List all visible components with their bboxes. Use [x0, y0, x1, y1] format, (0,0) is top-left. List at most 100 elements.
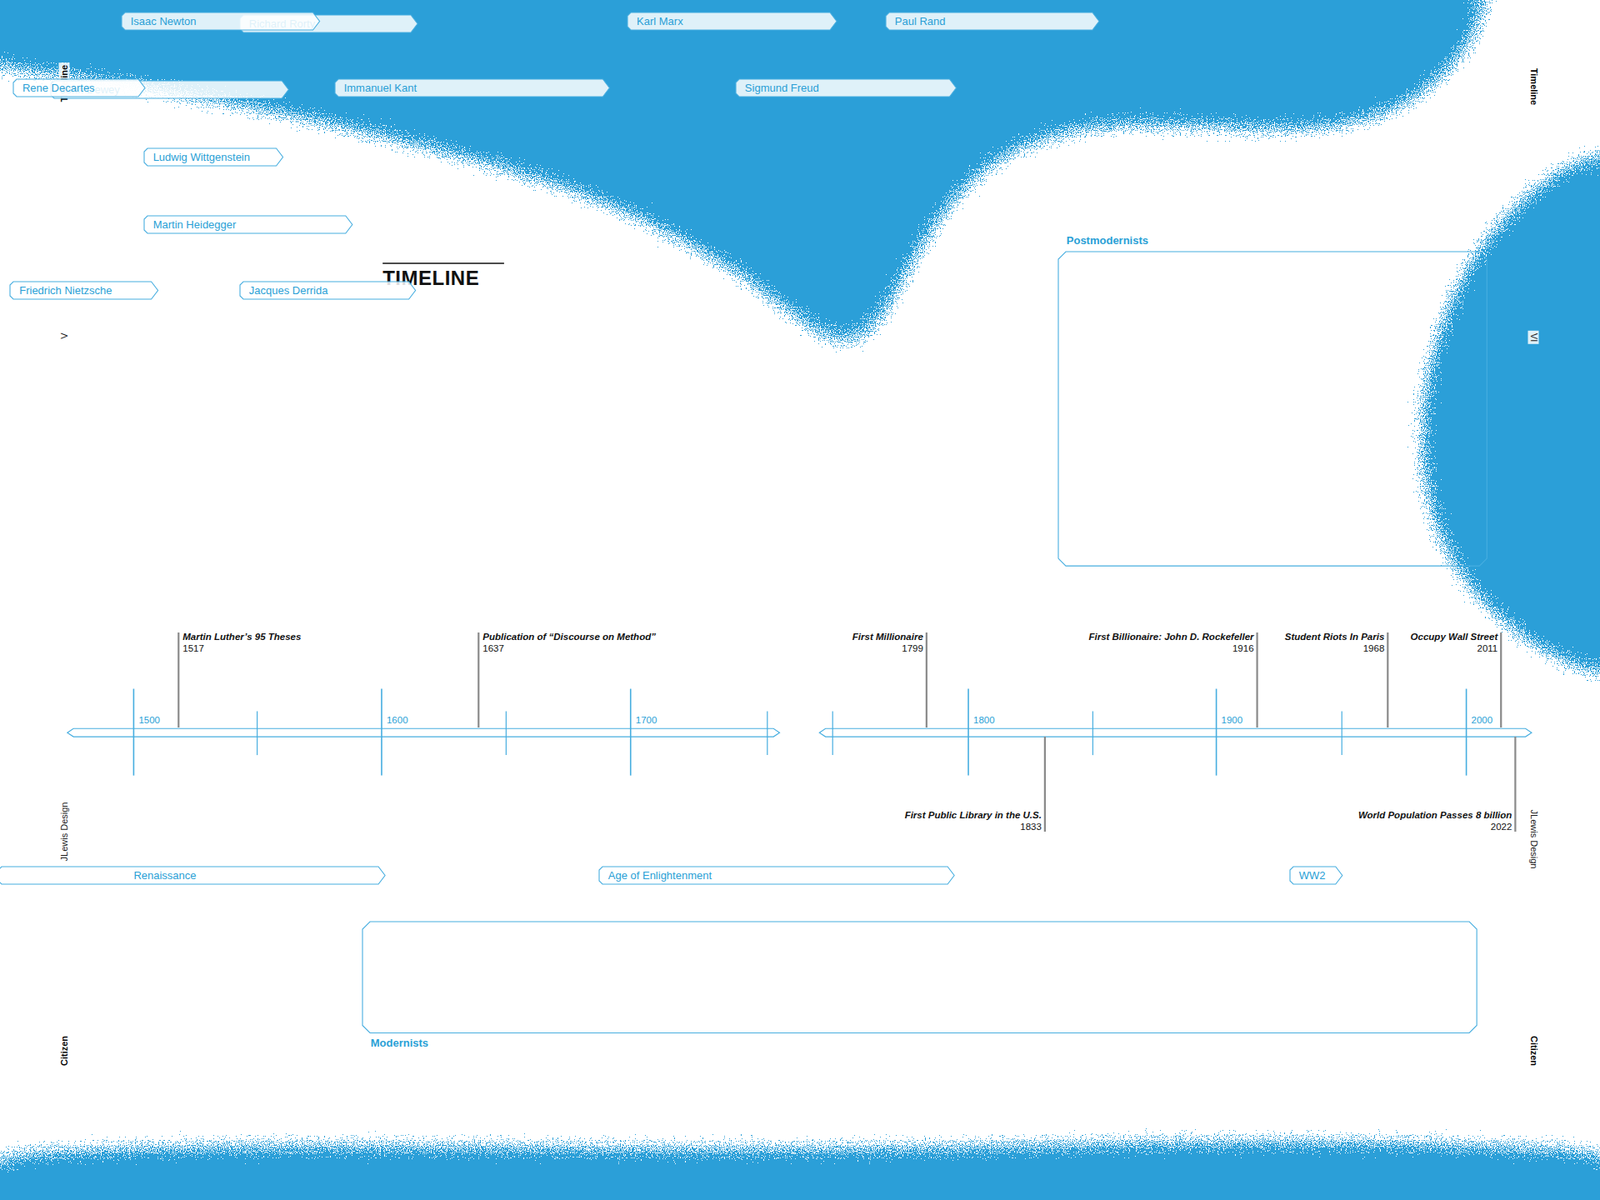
pill-text: Karl Marx [636, 12, 684, 30]
event-marker [1386, 632, 1389, 728]
event-year: 1637 [482, 642, 505, 655]
event-label: Publication of “Discourse on Method” [482, 630, 656, 643]
period-pill: Martin Heidegger [144, 215, 353, 234]
event-marker [1500, 632, 1502, 728]
axis-year: 1700 [635, 715, 658, 726]
group-outline [1058, 251, 1487, 566]
group-border [362, 921, 1477, 1033]
event-year: 2022 [1490, 820, 1513, 833]
period-pill: Karl Marx [627, 12, 837, 30]
pill-text: Rene Decartes [22, 79, 95, 97]
axis-tick [967, 689, 970, 776]
period-pill: Jacques Derrida [240, 281, 416, 300]
axis-tick [832, 710, 834, 755]
group-box: Modernists [362, 921, 1477, 1033]
event-year: 1833 [1020, 820, 1042, 833]
axis-tick [380, 689, 383, 776]
pill-border [13, 79, 145, 97]
axis-year: 1900 [1221, 715, 1244, 726]
margin-label: Timeline [1528, 65, 1540, 108]
pill-border [10, 281, 159, 300]
event-year: 1799 [901, 642, 924, 655]
axis-segment [67, 728, 780, 737]
margin-label: JLewis Design [59, 799, 70, 864]
pill-text: Ludwig Wittgenstein [153, 148, 250, 166]
event-year: 1916 [1232, 642, 1255, 655]
pill-text: WW2 [1299, 866, 1326, 885]
margin-label: Citizen [59, 1033, 70, 1069]
event-marker [477, 632, 480, 728]
event-year: 1517 [182, 642, 205, 655]
axis-tick [1341, 710, 1343, 755]
group-box: Postmodernists [1058, 251, 1487, 566]
event-label: Occupy Wall Street [1410, 630, 1499, 643]
event-marker [1044, 736, 1046, 832]
axis-tick [630, 689, 632, 776]
period-pill: Friedrich Nietzsche [10, 281, 159, 300]
event-year: 2011 [1476, 642, 1498, 655]
axis-year: 1800 [973, 715, 995, 726]
period-pill: Rene Decartes [13, 79, 145, 97]
pill-text: Age of Enlightenment [608, 866, 712, 885]
margin-label: Citizen [1528, 1033, 1540, 1069]
pill-text: Martin Heidegger [153, 215, 237, 234]
title-rule [382, 262, 505, 264]
event-marker [1255, 632, 1258, 728]
pill-border [144, 215, 353, 234]
pill-border [599, 866, 955, 885]
pill-text: Renaissance [133, 866, 196, 885]
axis-year: 2000 [1471, 715, 1494, 726]
pill-text: Paul Rand [895, 12, 946, 30]
pill-text: Sigmund Freud [745, 79, 820, 97]
event-label: Martin Luther’s 95 Theses [182, 630, 301, 643]
axis-tick [256, 710, 258, 755]
period-pill: Paul Rand [885, 12, 1100, 30]
margin-label: VI [1528, 330, 1540, 345]
event-label: Student Riots In Paris [1285, 630, 1385, 643]
period-pill: Sigmund Freud [735, 79, 956, 97]
pill-border [335, 79, 610, 97]
bottom-cloud [0, 1134, 1600, 1200]
period-pill: Immanuel Kant [335, 79, 610, 97]
period-pill: Renaissance [0, 866, 385, 885]
pill-border [144, 148, 284, 166]
pill-text: Friedrich Nietzsche [19, 281, 112, 300]
pill-border [0, 866, 385, 885]
margin-label: V [59, 330, 70, 341]
event-marker [1514, 736, 1516, 832]
group-heading: Modernists [370, 1036, 429, 1050]
event-label: First Public Library in the U.S. [905, 809, 1042, 821]
pill-border [121, 12, 320, 30]
pill-text: Immanuel Kant [344, 79, 417, 97]
event-label: First Billionaire: John D. Rockefeller [1088, 630, 1254, 643]
axis-tick [1215, 689, 1218, 776]
top-cloud [0, 0, 1510, 388]
axis-year: 1500 [138, 715, 160, 726]
axis-year: 1600 [386, 715, 409, 726]
pill-border [627, 12, 837, 30]
pill-text: Jacques Derrida [249, 281, 329, 300]
event-label: First Millionaire [852, 630, 924, 643]
period-pill: Ludwig Wittgenstein [144, 148, 284, 166]
group-outline [362, 921, 1477, 1033]
period-pill: Age of Enlightenment [599, 866, 955, 885]
event-marker [177, 632, 180, 728]
axis-tick [1465, 689, 1468, 776]
pill-border [240, 281, 416, 300]
event-year: 1968 [1363, 642, 1385, 655]
event-marker [925, 632, 928, 728]
pill-border [885, 12, 1100, 30]
pill-text: Isaac Newton [130, 12, 197, 30]
period-pill: WW2 [1290, 866, 1343, 885]
axis-tick [505, 710, 507, 755]
axis-tick [1092, 710, 1094, 755]
group-border [1058, 251, 1487, 566]
group-heading: Postmodernists [1066, 234, 1149, 247]
period-pill: Isaac Newton [121, 12, 320, 30]
pill-border [735, 79, 956, 97]
margin-label: JLewis Design [1528, 806, 1540, 871]
pill-border [1290, 866, 1343, 885]
